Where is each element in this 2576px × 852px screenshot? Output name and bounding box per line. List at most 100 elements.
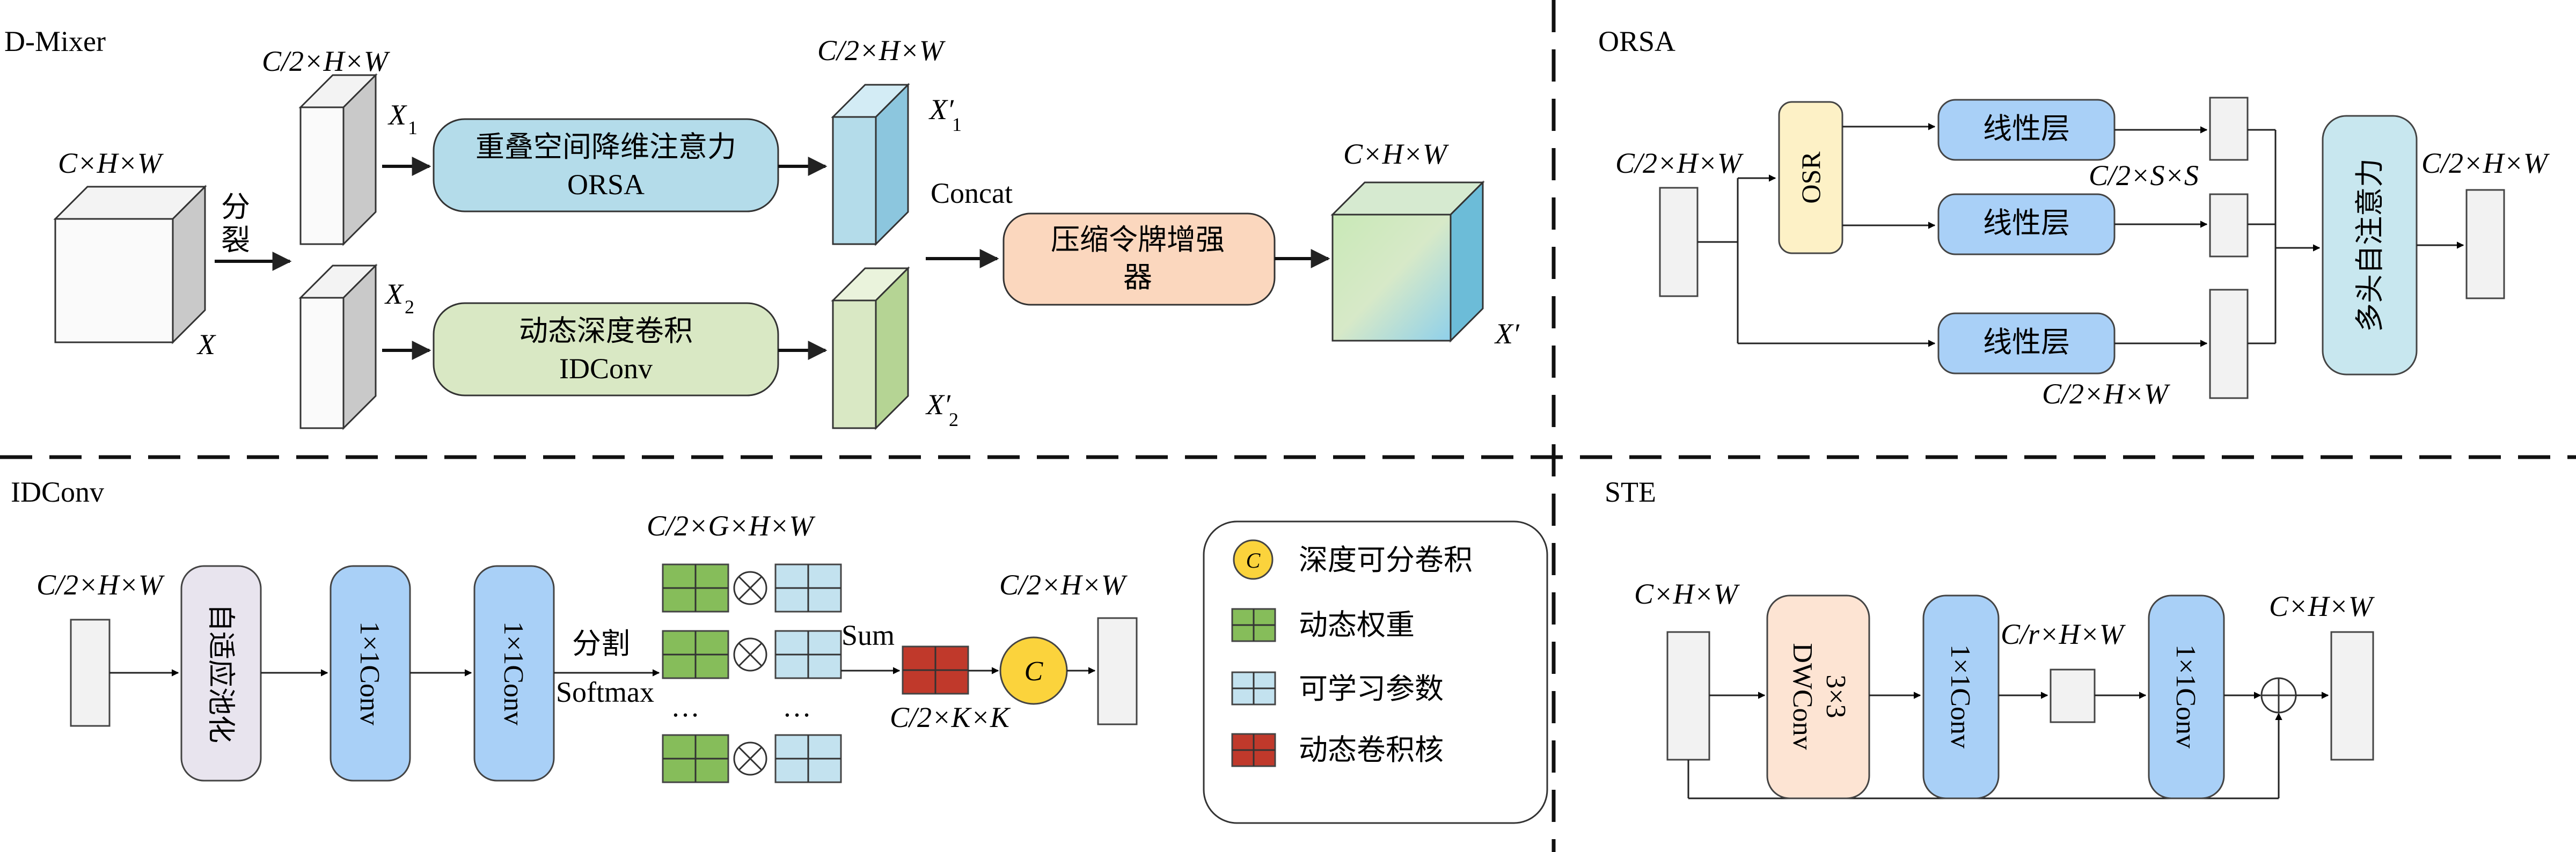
depthwise-conv-c: C	[1024, 656, 1044, 687]
legend-blue-grid-icon	[1231, 671, 1276, 706]
orsa-title: ORSA	[1598, 25, 1675, 57]
legend-label-depthwise: 深度可分卷积	[1299, 544, 1473, 576]
adaptive-pool-label: 自适应池化	[205, 604, 236, 743]
x1-sub: 1	[408, 117, 418, 138]
legend-item-dynamic-weight: 动态权重	[1231, 608, 1415, 642]
orsa-input-tensor	[1659, 187, 1699, 297]
sum-label: Sum	[841, 619, 895, 651]
orsa-module-cn: 重叠空间降维注意力	[475, 131, 736, 163]
x1-prime-sub: 1	[952, 114, 962, 135]
conv1x1-a-label: 1×1Conv	[354, 621, 385, 725]
value-tensor	[2209, 193, 2249, 258]
ste-mid-tensor	[2050, 669, 2096, 723]
ste-conv1x1-a-box	[1922, 594, 2000, 799]
input-cube	[53, 185, 207, 344]
learnable-param-grid	[774, 630, 842, 679]
ste-output-tensor	[2330, 631, 2374, 761]
linear-layer-3-label: 线性层	[1983, 326, 2070, 358]
ellipsis-left: …	[671, 691, 700, 723]
weight-row-1	[662, 563, 842, 613]
dmixer-title: D-Mixer	[4, 25, 106, 57]
concat-label: Concat	[931, 177, 1013, 209]
ste-input-dim: C×H×W	[1634, 578, 1740, 610]
dwconv-size-label: 3×3	[1820, 674, 1851, 718]
half-tensor-top	[298, 73, 378, 246]
ellipsis-right: …	[782, 691, 811, 723]
dynamic-weight-grid	[662, 563, 729, 613]
linear-layer-2-label: 线性层	[1983, 207, 2070, 239]
legend-label-learnable: 可学习参数	[1299, 673, 1444, 705]
x1-prime-label: X′	[928, 93, 954, 126]
conv1x1-b-label: 1×1Conv	[498, 621, 529, 725]
final-x-prime-label: X′	[1494, 318, 1520, 350]
dynamic-weight-grid	[662, 630, 729, 679]
kernel-dim-label: C/2×K×K	[890, 701, 1011, 733]
idconv-module-cn: 动态深度卷积	[519, 315, 693, 347]
multiply-icon	[733, 637, 767, 672]
linear-layer-1-label: 线性层	[1983, 113, 2070, 145]
osr-box	[1778, 101, 1843, 254]
weight-row-3	[662, 734, 842, 783]
dwconv-box	[1766, 594, 1870, 799]
ste-output-dim: C×H×W	[2269, 590, 2375, 622]
weight-row-2	[662, 630, 842, 679]
dwconv-name-label: DWConv	[1787, 643, 1818, 750]
legend-item-learnable: 可学习参数	[1231, 671, 1444, 706]
multiply-icon	[733, 741, 767, 776]
legend-green-grid-icon	[1231, 608, 1276, 642]
orsa-panel: ORSA C/2×H×W OSR 线性层 线性层 线性层 C/2×S×S C/2…	[1598, 25, 2550, 410]
reduced-dim-label: C/2×S×S	[2089, 159, 2199, 192]
x2-label: X	[384, 278, 404, 310]
final-dim-label: C×H×W	[1343, 138, 1450, 170]
dynamic-weight-grid	[662, 734, 729, 783]
key-tensor	[2209, 97, 2249, 161]
ste-title: STE	[1605, 476, 1656, 508]
split-label-1: 分	[221, 191, 250, 223]
x1-label: X	[387, 99, 407, 131]
ste-conv1x1-a-label: 1×1Conv	[1945, 644, 1975, 748]
legend-circle-c-text: C	[1246, 548, 1261, 572]
mha-label: 多头自注意力	[2354, 158, 2386, 332]
idconv-module-en: IDConv	[559, 352, 653, 385]
legend-circle-c-icon	[1233, 539, 1274, 580]
ste-mid-dim: C/r×H×W	[2001, 618, 2126, 650]
split-cn-label: 分割	[572, 628, 630, 660]
out-dim-top-label: C/2×H×W	[817, 34, 946, 67]
output-cube	[1330, 180, 1485, 343]
dmixer-panel: D-Mixer C×H×W X 分 裂 C/2×H×W X 1 X 2	[4, 25, 1520, 430]
idconv-title: IDConv	[11, 476, 104, 508]
legend-label-dynamic-weight: 动态权重	[1299, 609, 1415, 641]
ste-panel: STE C×H×W 3×3 DWConv 1×1Conv C/r×H×W 1×1…	[1605, 476, 2375, 799]
input-dim-label: C×H×W	[58, 147, 164, 179]
orsa-input-dim: C/2×H×W	[1615, 147, 1744, 179]
learnable-param-grid	[774, 563, 842, 613]
legend: C 深度可分卷积 动态权重 可学习参数 动态卷	[1203, 520, 1548, 824]
legend-item-depthwise: C 深度可分卷积	[1233, 539, 1473, 580]
idconv-output-dim: C/2×H×W	[999, 569, 1128, 601]
idconv-input-tensor	[70, 619, 111, 727]
learnable-param-grid	[774, 734, 842, 783]
osr-label: OSR	[1796, 151, 1826, 204]
ste-module-line1: 压缩令牌增强	[1051, 224, 1225, 256]
ste-module-line2: 器	[1123, 261, 1152, 293]
add-icon	[2260, 677, 2297, 714]
legend-box	[1203, 520, 1548, 824]
legend-item-dynamic-kernel: 动态卷积核	[1231, 733, 1444, 767]
x2-sub: 2	[405, 296, 414, 318]
half-tensor-bottom	[298, 263, 378, 430]
group-dim-label: C/2×G×H×W	[647, 510, 816, 542]
x2-prime-sub: 2	[949, 409, 958, 430]
orsa-module-en: ORSA	[567, 168, 645, 201]
idconv-input-dim: C/2×H×W	[36, 569, 165, 601]
dynamic-kernel-grid	[902, 645, 969, 695]
x1-prime-tensor	[831, 83, 910, 246]
softmax-label: Softmax	[556, 676, 654, 708]
full-dim-label: C/2×H×W	[2042, 378, 2171, 410]
half-dim-top-label: C/2×H×W	[262, 45, 391, 77]
orsa-output-dim: C/2×H×W	[2421, 147, 2550, 179]
ste-conv1x1-b-box	[2148, 594, 2225, 799]
legend-label-dynamic-kernel: 动态卷积核	[1299, 734, 1444, 766]
split-label-2: 裂	[221, 224, 250, 256]
